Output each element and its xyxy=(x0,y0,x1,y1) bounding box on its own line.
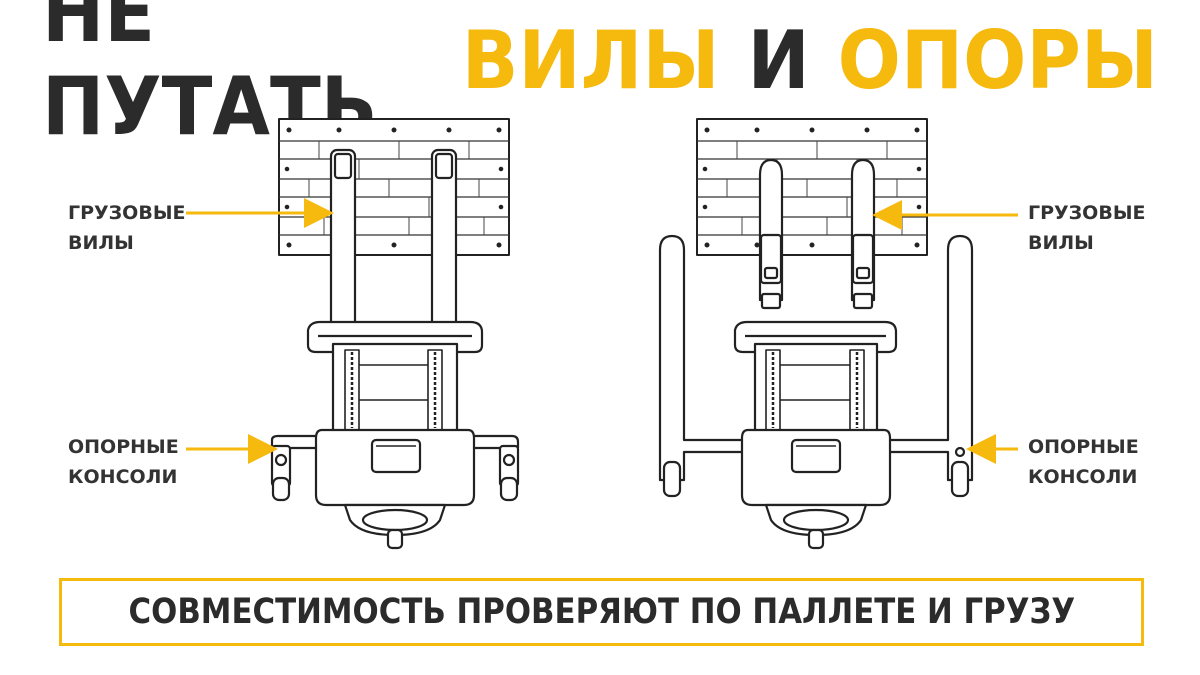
callout-arrows xyxy=(186,198,1018,464)
title-word-supports: ОПОРЫ xyxy=(837,13,1158,107)
label-right-supports-line1: ОПОРНЫЕ xyxy=(1028,436,1139,458)
label-left-forks: ГРУЗОВЫЕ ВИЛЫ xyxy=(68,198,185,258)
title-word-and: И xyxy=(747,13,810,107)
label-right-supports: ОПОРНЫЕ КОНСОЛИ xyxy=(1028,432,1139,492)
label-right-forks-line1: ГРУЗОВЫЕ xyxy=(1028,202,1146,224)
label-right-supports-line2: КОНСОЛИ xyxy=(1028,466,1138,488)
right-stacker xyxy=(658,117,974,550)
label-left-supports: ОПОРНЫЕ КОНСОЛИ xyxy=(68,432,179,492)
page-title: НЕ ПУТАТЬ ВИЛЫ И ОПОРЫ xyxy=(42,0,1158,153)
label-left-supports-line1: ОПОРНЫЕ xyxy=(68,436,179,458)
label-right-forks-line2: ВИЛЫ xyxy=(1028,232,1094,254)
footer-banner: СОВМЕСТИМОСТЬ ПРОВЕРЯЮТ ПО ПАЛЛЕТЕ И ГРУ… xyxy=(59,578,1144,646)
left-stacker xyxy=(270,117,520,550)
label-right-forks: ГРУЗОВЫЕ ВИЛЫ xyxy=(1028,198,1145,258)
label-left-supports-line2: КОНСОЛИ xyxy=(68,466,178,488)
footer-text: СОВМЕСТИМОСТЬ ПРОВЕРЯЮТ ПО ПАЛЛЕТЕ И ГРУ… xyxy=(128,592,1075,632)
title-word-forks: ВИЛЫ xyxy=(461,13,720,107)
label-left-forks-line1: ГРУЗОВЫЕ xyxy=(68,202,186,224)
label-left-forks-line2: ВИЛЫ xyxy=(68,232,134,254)
